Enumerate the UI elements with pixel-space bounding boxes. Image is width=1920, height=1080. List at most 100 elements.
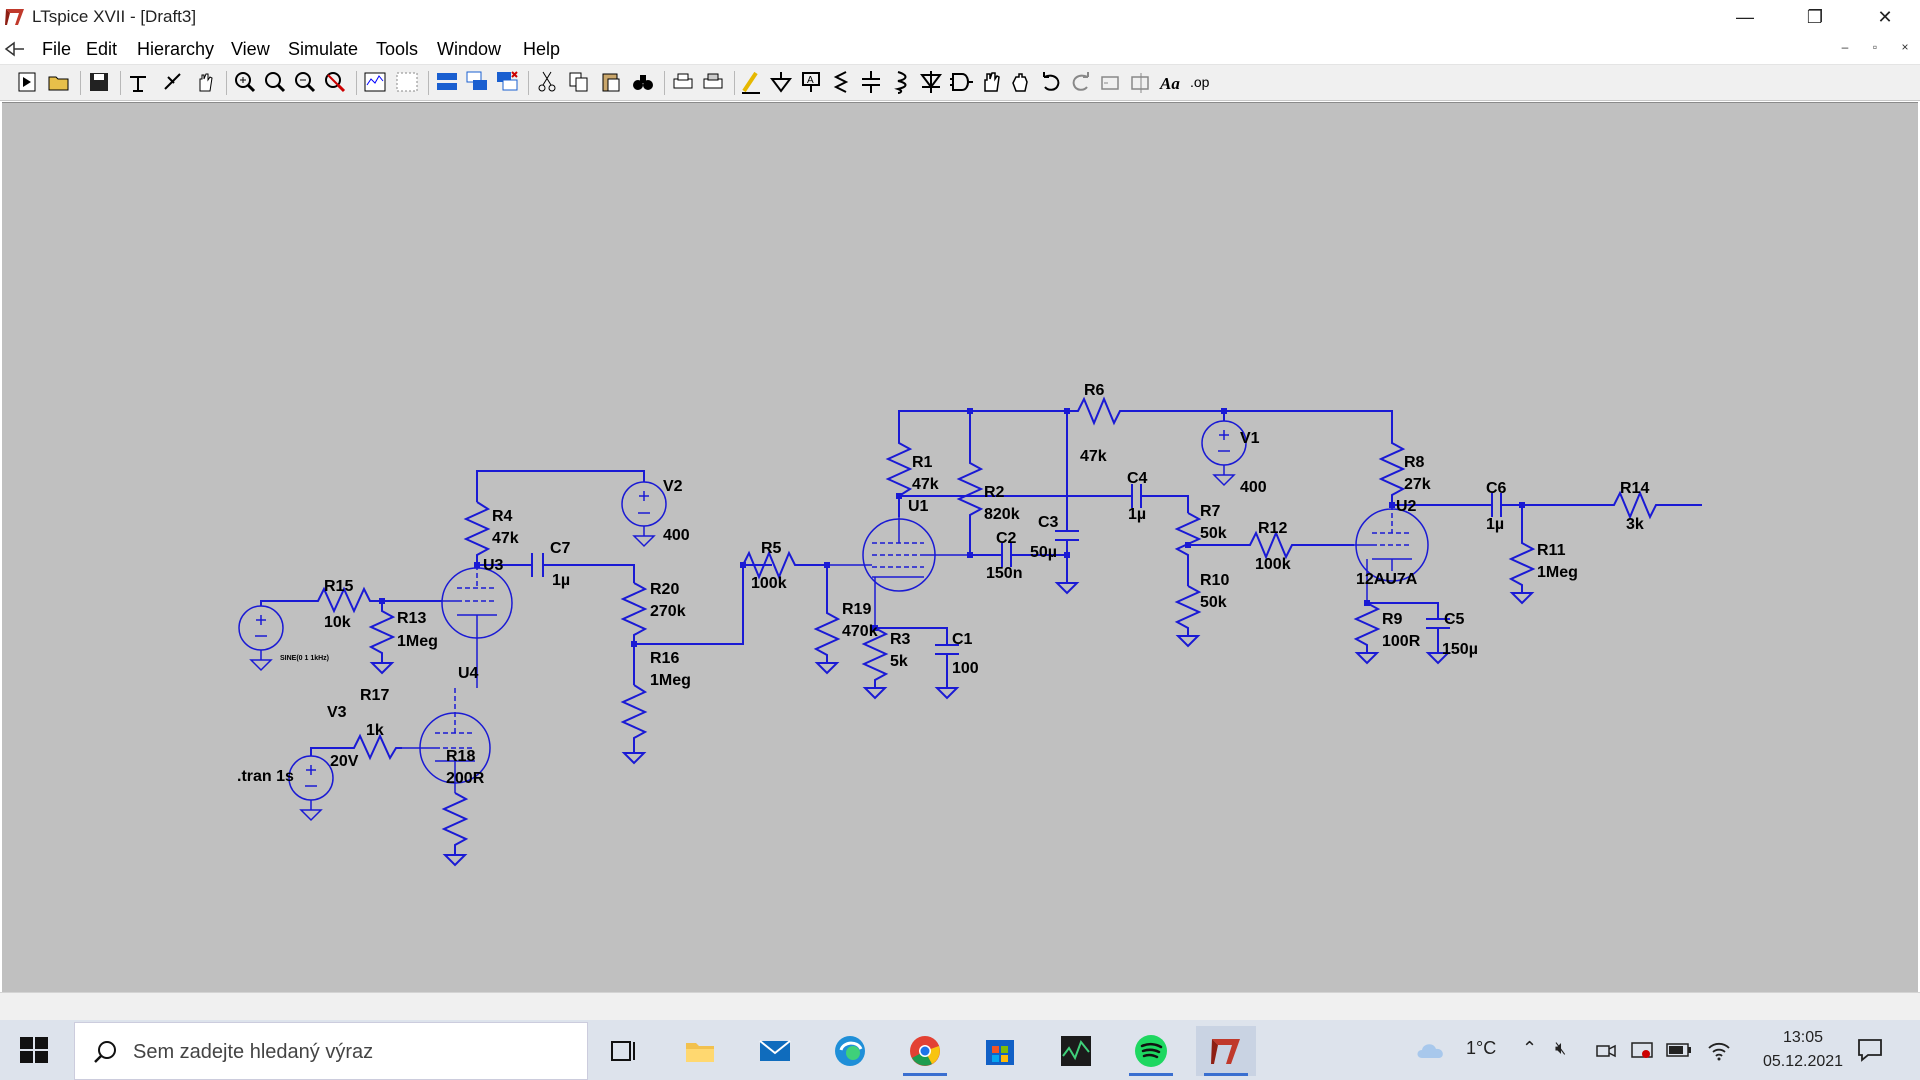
zoom-fit-icon[interactable] xyxy=(322,69,348,95)
run-icon[interactable] xyxy=(160,69,186,95)
volume-muted-icon[interactable]: 🔇︎ xyxy=(1555,1038,1567,1058)
c4-capacitor[interactable] xyxy=(899,484,1189,513)
r13-resistor[interactable] xyxy=(368,601,396,675)
diode-icon[interactable] xyxy=(918,69,944,95)
mirror-icon[interactable] xyxy=(1128,69,1154,95)
grid-icon[interactable] xyxy=(394,69,420,95)
mdi-close-button[interactable]: × xyxy=(1901,40,1909,54)
meet-now-icon[interactable] xyxy=(1595,1040,1617,1062)
restore-button[interactable]: ❐ xyxy=(1806,6,1824,27)
mdi-restore-button[interactable]: ▫ xyxy=(1872,40,1878,54)
r16-resistor[interactable] xyxy=(620,684,648,765)
c1-capacitor[interactable] xyxy=(875,627,960,700)
rotate-icon[interactable] xyxy=(1098,69,1124,95)
menu-file[interactable]: File xyxy=(42,39,72,59)
c5-capacitor[interactable] xyxy=(1367,602,1451,665)
print-setup-icon[interactable] xyxy=(700,69,726,95)
draw-wire-icon[interactable] xyxy=(738,69,764,95)
minimize-button[interactable]: — xyxy=(1736,6,1754,27)
wifi-icon[interactable] xyxy=(1706,1038,1732,1062)
menu-window[interactable]: Window xyxy=(437,39,502,59)
zoom-pan-icon[interactable] xyxy=(262,69,288,95)
cut-icon[interactable] xyxy=(534,69,560,95)
paste-icon[interactable] xyxy=(598,69,624,95)
windows-start-icon[interactable] xyxy=(14,1034,54,1066)
system-clock[interactable]: 13:05 05.12.2021 xyxy=(1758,1026,1848,1074)
weather-cloud-icon[interactable] xyxy=(1414,1038,1448,1062)
battery-icon[interactable] xyxy=(1666,1042,1692,1058)
chevron-up-icon[interactable]: ⌃ xyxy=(1522,1038,1538,1058)
u2-triode[interactable] xyxy=(1354,505,1429,603)
text-icon[interactable]: Aa xyxy=(1158,69,1184,95)
new-schematic-icon[interactable] xyxy=(14,69,40,95)
taskbar-search-box[interactable]: Sem zadejte hledaný výraz xyxy=(74,1022,588,1080)
move-hand-icon[interactable] xyxy=(978,69,1004,95)
autorange-icon[interactable] xyxy=(362,69,388,95)
c6-capacitor[interactable] xyxy=(1392,493,1522,517)
menu-simulate[interactable]: Simulate xyxy=(288,39,359,59)
c2-capacitor[interactable] xyxy=(970,543,1067,567)
undo-icon[interactable] xyxy=(1038,69,1064,95)
close-window-icon[interactable] xyxy=(494,69,520,95)
v2-supply[interactable] xyxy=(621,481,667,548)
file-explorer-button[interactable] xyxy=(670,1026,730,1076)
tile-windows-icon[interactable] xyxy=(434,69,460,95)
r17-resistor[interactable] xyxy=(342,733,402,761)
mail-button[interactable] xyxy=(745,1026,805,1076)
chrome-button[interactable] xyxy=(895,1026,955,1076)
r10-resistor[interactable] xyxy=(1174,585,1202,648)
menu-edit[interactable]: Edit xyxy=(86,39,118,59)
redo-icon[interactable] xyxy=(1068,69,1094,95)
zoom-in-icon[interactable] xyxy=(232,69,258,95)
r3-resistor[interactable] xyxy=(861,627,889,700)
r12-resistor[interactable] xyxy=(1188,530,1354,560)
menu-view[interactable]: View xyxy=(231,39,270,59)
schematic-canvas[interactable]: R4 47k U3 C7 1µ V2 400 R20 270k R16 1Meg… xyxy=(2,102,1918,993)
v3-supply[interactable] xyxy=(288,747,342,822)
r2-resistor[interactable] xyxy=(956,411,984,555)
u4-triode[interactable] xyxy=(402,688,491,793)
spice-directive-icon[interactable]: .op xyxy=(1188,69,1214,95)
open-folder-icon[interactable] xyxy=(46,69,72,95)
r18-resistor[interactable] xyxy=(441,792,469,867)
zoom-out-icon[interactable] xyxy=(292,69,318,95)
capacitor-icon[interactable] xyxy=(858,69,884,95)
mdi-minimize-button[interactable]: – xyxy=(1841,40,1849,54)
inductor-icon[interactable] xyxy=(888,69,914,95)
r7-resistor[interactable] xyxy=(1174,512,1202,586)
sine-source[interactable] xyxy=(238,600,284,672)
r5-resistor[interactable] xyxy=(742,550,827,580)
halt-hand-icon[interactable] xyxy=(192,69,218,95)
r4-resistor[interactable] xyxy=(463,501,491,565)
r14-resistor[interactable] xyxy=(1522,490,1702,520)
r8-resistor[interactable] xyxy=(1378,433,1406,505)
oscilloscope-app-button[interactable] xyxy=(1046,1026,1106,1076)
copy-icon[interactable] xyxy=(566,69,592,95)
store-button[interactable] xyxy=(970,1026,1030,1076)
edge-button[interactable] xyxy=(820,1026,880,1076)
ground-icon[interactable] xyxy=(768,69,794,95)
draft-window-icon[interactable] xyxy=(4,39,26,59)
r9-resistor[interactable] xyxy=(1353,602,1381,665)
r1-resistor[interactable] xyxy=(885,410,970,517)
close-button[interactable]: ✕ xyxy=(1877,6,1893,27)
network-monitor-icon[interactable] xyxy=(1630,1040,1654,1062)
save-icon[interactable] xyxy=(86,69,112,95)
tran-directive[interactable]: .tran 1s xyxy=(237,768,294,785)
v1-supply[interactable] xyxy=(1201,411,1247,487)
ltspice-taskbar-button[interactable] xyxy=(1196,1026,1256,1076)
spotify-button[interactable] xyxy=(1121,1026,1181,1076)
task-view-button[interactable] xyxy=(593,1026,653,1076)
menu-hierarchy[interactable]: Hierarchy xyxy=(137,39,215,59)
r6-resistor[interactable] xyxy=(1067,396,1393,433)
control-panel-icon[interactable] xyxy=(126,69,152,95)
u1-pentode[interactable] xyxy=(827,517,970,628)
resistor-icon[interactable] xyxy=(828,69,854,95)
net-label-icon[interactable]: A xyxy=(798,69,824,95)
r19-resistor[interactable] xyxy=(813,565,841,675)
find-icon[interactable] xyxy=(630,69,656,95)
component-icon[interactable] xyxy=(948,69,974,95)
cascade-windows-icon[interactable] xyxy=(464,69,490,95)
r20-resistor[interactable] xyxy=(620,582,648,685)
print-icon[interactable] xyxy=(670,69,696,95)
